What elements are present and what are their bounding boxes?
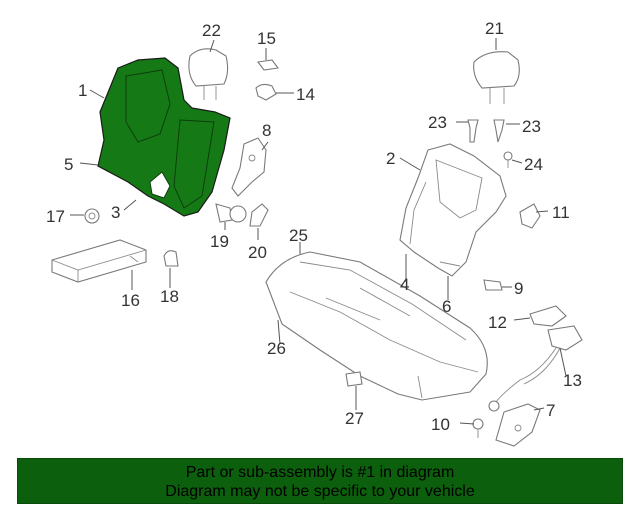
callout-21[interactable]: 21 <box>485 19 504 38</box>
callout-2[interactable]: 2 <box>386 149 395 168</box>
cable-part-13[interactable] <box>488 325 583 412</box>
grommet-part-17[interactable] <box>84 208 100 224</box>
callout-4[interactable]: 4 <box>400 275 409 294</box>
callout-17[interactable]: 17 <box>46 207 65 226</box>
callout-24[interactable]: 24 <box>524 155 543 174</box>
callout-5[interactable]: 5 <box>64 155 73 174</box>
callout-23-right[interactable]: 23 <box>522 117 541 136</box>
guide-part-14[interactable] <box>255 83 277 101</box>
callout-12[interactable]: 12 <box>488 313 507 332</box>
banner-line-2: Diagram may not be specific to your vehi… <box>165 483 475 500</box>
callout-8[interactable]: 8 <box>262 121 271 140</box>
clip-part-15[interactable] <box>257 59 279 71</box>
callout-labels: 1 5 3 17 22 15 14 8 19 20 16 18 21 23 23… <box>46 19 582 434</box>
guide-part-23-left[interactable] <box>467 119 479 143</box>
screw-part-24[interactable] <box>503 151 513 168</box>
callout-27[interactable]: 27 <box>345 409 364 428</box>
cover-part-20[interactable] <box>249 203 269 227</box>
latch-part-18[interactable] <box>163 250 179 267</box>
seat-cushion-part-26[interactable] <box>265 251 488 401</box>
disclaimer-banner: Part or sub-assembly is #1 in diagram Di… <box>17 458 623 504</box>
clip-part-27[interactable] <box>345 371 363 387</box>
callout-6[interactable]: 6 <box>442 297 451 316</box>
callout-14[interactable]: 14 <box>296 85 315 104</box>
headrest-part-22[interactable] <box>188 48 229 100</box>
seat-back-part-1-highlighted[interactable] <box>97 57 231 217</box>
callout-19[interactable]: 19 <box>210 232 229 251</box>
bolt-part-9[interactable] <box>483 279 503 291</box>
callout-15[interactable]: 15 <box>257 29 276 48</box>
callout-26[interactable]: 26 <box>267 339 286 358</box>
bolt-part-10[interactable] <box>472 418 484 438</box>
clip-part-11[interactable] <box>519 203 541 229</box>
leader-lines <box>70 38 567 425</box>
armrest-part-16[interactable] <box>51 239 147 283</box>
parts-diagram: 1 5 3 17 22 15 14 8 19 20 16 18 21 23 23… <box>46 19 583 447</box>
callout-1[interactable]: 1 <box>78 81 87 100</box>
bracket-part-8[interactable] <box>231 137 267 197</box>
guide-part-23-right[interactable] <box>493 119 505 143</box>
callout-25[interactable]: 25 <box>289 226 308 245</box>
callout-10[interactable]: 10 <box>431 415 450 434</box>
callout-9[interactable]: 9 <box>514 279 523 298</box>
callout-20[interactable]: 20 <box>248 243 267 262</box>
headrest-part-21[interactable] <box>473 51 520 104</box>
bracket-part-7[interactable] <box>495 403 541 447</box>
callout-16[interactable]: 16 <box>121 291 140 310</box>
seat-back-part-2[interactable] <box>399 143 507 277</box>
callout-13[interactable]: 13 <box>563 371 582 390</box>
callout-3[interactable]: 3 <box>111 203 120 222</box>
callout-7[interactable]: 7 <box>546 401 555 420</box>
callout-23-left[interactable]: 23 <box>428 113 447 132</box>
callout-11[interactable]: 11 <box>552 203 570 222</box>
callout-18[interactable]: 18 <box>160 287 179 306</box>
knob-part-19[interactable] <box>215 203 247 223</box>
latch-part-12[interactable] <box>529 305 567 327</box>
banner-line-1: Part or sub-assembly is #1 in diagram <box>185 464 455 481</box>
callout-22[interactable]: 22 <box>202 21 221 40</box>
